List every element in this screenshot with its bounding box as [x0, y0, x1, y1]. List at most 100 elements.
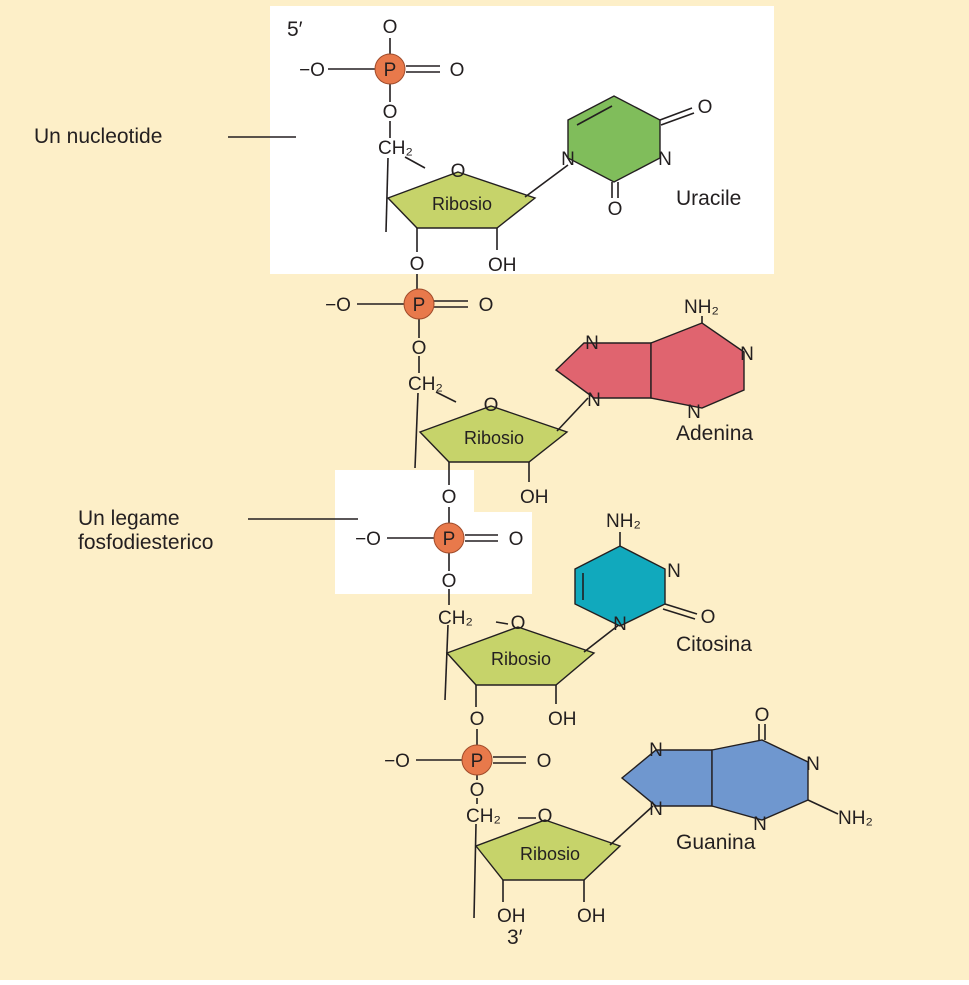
phosphodiester-highlight-box: [335, 470, 532, 594]
bond: [495, 621, 509, 625]
adenine-n1: N: [740, 344, 754, 365]
uracil-n1: N: [561, 149, 575, 170]
adenine-n3: N: [687, 402, 701, 423]
bond: [659, 107, 693, 121]
bond: [473, 823, 477, 919]
phosphorus-atom: P: [413, 295, 426, 316]
bond: [404, 156, 426, 169]
phosphate-anion-oxygen: −O: [355, 529, 381, 550]
uracil-o4: O: [698, 97, 713, 118]
phosphate-group: [403, 288, 435, 320]
phosphate-group: [374, 53, 406, 85]
nucleotide-unit-4: −O P O O CH₂ O Ribosio OH OH O N N N N N…: [384, 705, 873, 927]
guanine-o6: O: [755, 705, 770, 726]
ribose-ring: [386, 171, 537, 229]
ribose-label: Ribosio: [491, 649, 551, 669]
phosphate-group: [433, 522, 465, 554]
methylene-group: CH₂: [378, 138, 413, 159]
base-label-adenine: Adenina: [676, 422, 753, 445]
ribose-ring: [474, 819, 622, 881]
ring-oxygen: O: [451, 161, 466, 182]
bond: [385, 157, 389, 233]
phosphorus-atom: P: [443, 529, 456, 550]
adenine-ring: [554, 342, 652, 399]
hydroxyl-group: OH: [577, 906, 606, 927]
bond-label-line1: Un legame: [78, 507, 180, 530]
glycosidic-bond: [524, 164, 569, 198]
phosphate-anion-oxygen: −O: [325, 295, 351, 316]
hydroxyl-group: OH: [488, 255, 517, 276]
ring-oxygen: O: [538, 806, 553, 827]
bond: [807, 799, 839, 815]
base-label-cytosine: Citosina: [676, 633, 752, 656]
glycosidic-bond: [609, 805, 654, 846]
ester-oxygen: O: [383, 102, 398, 123]
guanine-n3: N: [753, 814, 767, 835]
bond: [662, 608, 696, 620]
glycosidic-bond: [583, 623, 621, 653]
adenine-n9: N: [587, 390, 601, 411]
base-label-uracil: Uracile: [676, 187, 741, 210]
cytosine-amino: NH₂: [606, 511, 641, 532]
hydroxyl-group: OH: [520, 487, 549, 508]
methylene-group: CH₂: [438, 608, 473, 629]
bond-label-line2: fosfodiesterico: [78, 531, 213, 554]
hydroxyl-group: OH: [548, 709, 577, 730]
phosphorus-atom: P: [384, 60, 397, 81]
methylene-group: CH₂: [408, 374, 443, 395]
ester-oxygen: O: [470, 780, 485, 801]
bond: [414, 392, 419, 469]
cytosine-n3: N: [667, 561, 681, 582]
ester-oxygen: O: [442, 571, 457, 592]
nucleotide-highlight-box: [270, 6, 774, 274]
phosphate-group: [461, 744, 493, 776]
phosphate-anion-oxygen: −O: [384, 751, 410, 772]
ester-oxygen: O: [412, 338, 427, 359]
bond: [576, 105, 613, 126]
bond: [664, 603, 698, 615]
linking-oxygen-3: O: [470, 709, 485, 730]
adenine-amino: NH₂: [684, 297, 719, 318]
uracil-o2: O: [608, 199, 623, 220]
nucleotide-unit-1: O −O P O O CH₂ O Ribosio OH N N O O Urac…: [299, 17, 741, 276]
guanine-amino: NH₂: [838, 808, 873, 829]
linking-oxygen-1: O: [410, 254, 425, 275]
ribose-label: Ribosio: [520, 844, 580, 864]
bond: [660, 112, 695, 126]
guanine-n7: N: [649, 740, 663, 761]
phosphate-double-oxygen: O: [509, 529, 524, 550]
nucleotide-unit-3: −O P O O CH₂ O Ribosio OH NH₂ N N O Cito…: [355, 511, 752, 730]
guanine-ring: [620, 749, 713, 807]
three-prime-label: 3′: [507, 926, 523, 949]
phosphate-anion-oxygen: −O: [299, 60, 325, 81]
ribose-label: Ribosio: [464, 428, 524, 448]
adenine-n7: N: [585, 333, 599, 354]
glycosidic-bond: [556, 397, 589, 432]
guanine-n1: N: [806, 754, 820, 775]
guanine-n9: N: [649, 799, 663, 820]
ribose-ring: [418, 405, 569, 463]
ribose-label: Ribosio: [432, 194, 492, 214]
bond: [435, 391, 457, 403]
phosphorus-atom: P: [471, 751, 484, 772]
cytosine-o2: O: [701, 607, 716, 628]
phosphate-double-oxygen: O: [479, 295, 494, 316]
methylene-group: CH₂: [466, 806, 501, 827]
linking-oxygen-2: O: [442, 487, 457, 508]
base-label-guanine: Guanina: [676, 831, 756, 854]
uracil-n3: N: [658, 149, 672, 170]
ring-oxygen: O: [484, 395, 499, 416]
phosphate-double-oxygen: O: [537, 751, 552, 772]
phosphate-double-oxygen: O: [450, 60, 465, 81]
bond: [444, 624, 449, 701]
ribose-ring: [445, 626, 596, 686]
phosphate-top-oxygen: O: [383, 17, 398, 38]
five-prime-label: 5′: [287, 18, 303, 41]
nucleotide-label: Un nucleotide: [34, 125, 162, 148]
cytosine-n1: N: [613, 614, 627, 635]
ring-oxygen: O: [511, 613, 526, 634]
nucleotide-unit-2: −O P O O CH₂ O Ribosio OH NH₂ N N N N Ad…: [325, 288, 754, 508]
hydroxyl-group: OH: [497, 906, 526, 927]
